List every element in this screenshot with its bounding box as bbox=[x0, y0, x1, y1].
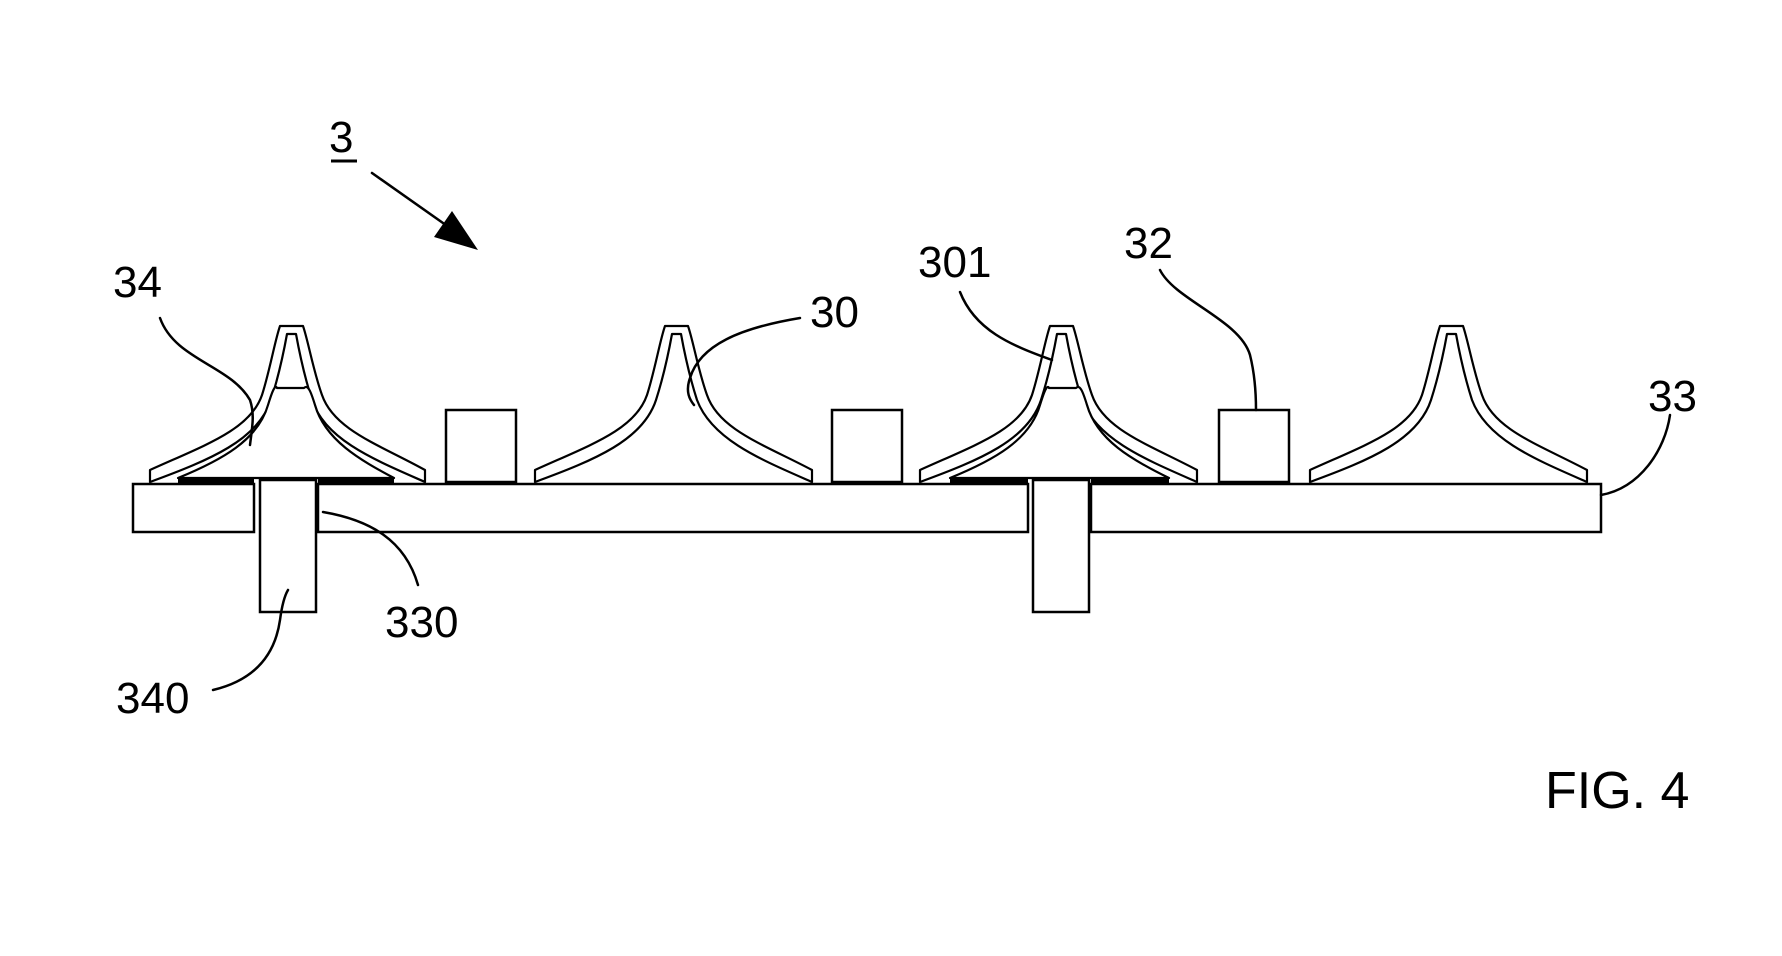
leader-33 bbox=[1599, 413, 1672, 497]
led-chip-3 bbox=[1217, 408, 1291, 484]
horn-shell-2 bbox=[533, 324, 814, 484]
label-3: 3 bbox=[329, 113, 353, 162]
plug-body-34 bbox=[176, 385, 396, 480]
label-330: 330 bbox=[385, 598, 458, 647]
board-segment-middle bbox=[316, 482, 1030, 534]
label-340: 340 bbox=[116, 674, 189, 723]
label-33: 33 bbox=[1648, 372, 1697, 421]
plug-pins bbox=[178, 478, 1169, 614]
label-301: 301 bbox=[918, 238, 991, 287]
pin-flange-left-b bbox=[318, 478, 394, 485]
horn-shell-4 bbox=[1308, 324, 1589, 484]
pin-flange-left-a bbox=[178, 478, 254, 485]
plug-pin-right bbox=[1031, 478, 1091, 614]
led-chip-1 bbox=[444, 408, 518, 484]
leader-30 bbox=[686, 316, 802, 407]
led-chips bbox=[444, 408, 1291, 484]
substrate-board bbox=[131, 482, 1603, 534]
leader-34 bbox=[158, 316, 254, 447]
leader-301 bbox=[958, 290, 1054, 362]
board-segment-left bbox=[131, 482, 256, 534]
assembly-arrow-head bbox=[434, 211, 478, 250]
board-segment-right bbox=[1089, 482, 1603, 534]
led-chip-2 bbox=[830, 408, 904, 484]
label-34: 34 bbox=[113, 258, 162, 307]
leader-lines bbox=[158, 171, 1672, 692]
plug-body-301 bbox=[948, 385, 1171, 480]
label-32: 32 bbox=[1124, 219, 1173, 268]
horn-shells bbox=[148, 324, 1589, 484]
pin-flange-right-a bbox=[950, 478, 1028, 485]
figure-caption: FIG. 4 bbox=[1545, 762, 1689, 820]
leader-330 bbox=[321, 510, 420, 587]
reference-labels: 3 34 30 301 32 33 330 340 FIG. 4 bbox=[113, 113, 1697, 820]
leader-340 bbox=[211, 588, 290, 692]
leader-32 bbox=[1158, 268, 1258, 412]
pin-flange-right-b bbox=[1091, 478, 1169, 485]
label-30: 30 bbox=[810, 288, 859, 337]
